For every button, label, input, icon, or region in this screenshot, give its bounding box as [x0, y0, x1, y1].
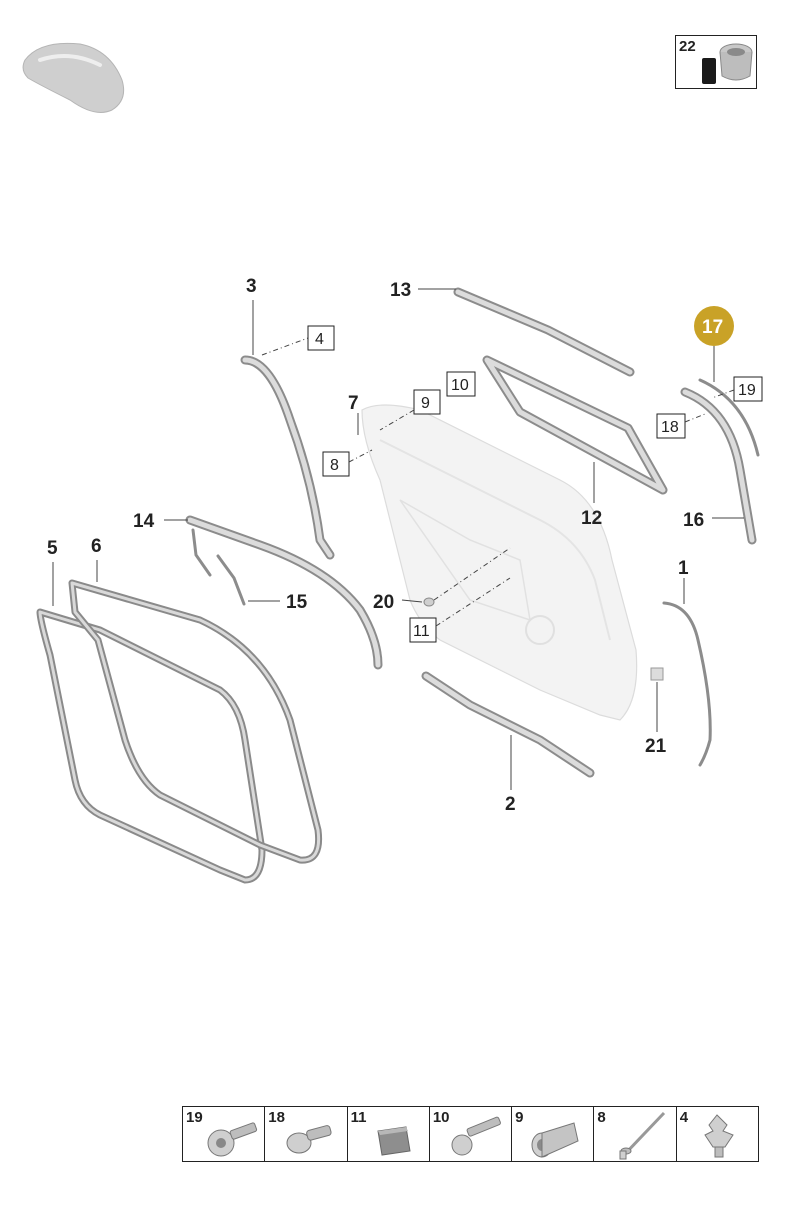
fastener-number: 10 — [432, 1109, 450, 1126]
fastener-number: 9 — [515, 1109, 524, 1126]
fastener-cell: 11 — [348, 1107, 430, 1161]
callout-16: 16 — [683, 510, 704, 531]
boxref-8: 8 — [330, 457, 339, 474]
part-21-pad — [650, 667, 664, 681]
accessory-box-22: 22 — [675, 35, 757, 89]
callout-7: 7 — [348, 393, 359, 414]
part-13-upper-strip — [453, 287, 635, 377]
fastener-number: 11 — [350, 1109, 367, 1126]
torx-bolt-icon — [207, 1122, 258, 1157]
fastener-number: 4 — [679, 1109, 689, 1126]
boxref-9: 9 — [421, 395, 430, 412]
door-shell — [361, 404, 638, 721]
callout-15: 15 — [286, 592, 308, 613]
fastener-number: 8 — [597, 1109, 606, 1126]
part-5-outer-seal — [36, 608, 266, 884]
part-6-inner-seal — [68, 579, 323, 864]
boxref-18: 18 — [661, 419, 679, 436]
part-1-cable — [662, 601, 712, 767]
callout-12: 12 — [581, 508, 602, 529]
part-16-rear-strip — [680, 378, 760, 545]
fastener-cell: 4 — [677, 1107, 758, 1161]
flange-bolt-icon — [286, 1125, 332, 1154]
boxref-10: 10 — [451, 377, 469, 394]
fastener-table: 19 18 11 10 9 8 — [182, 1106, 759, 1162]
boxref-19: 19 — [738, 382, 756, 399]
callout-14: 14 — [133, 511, 155, 532]
cable-sleeve-icon — [702, 43, 753, 84]
callout-2: 2 — [505, 794, 516, 815]
part-2-lower-strip — [421, 671, 595, 778]
fastener-number: 18 — [268, 1109, 285, 1126]
threaded-sleeve-icon — [531, 1122, 579, 1158]
fastener-cell: 9 — [512, 1107, 595, 1161]
clip-icon — [703, 1114, 734, 1158]
callout-20: 20 — [373, 592, 394, 613]
fastener-cell: 19 — [183, 1107, 266, 1161]
part-3-pillar — [240, 355, 335, 560]
part-14-inner-strip — [185, 515, 383, 670]
callout-5: 5 — [47, 538, 58, 559]
fastener-cell: 10 — [430, 1107, 513, 1161]
part-20-plug — [423, 597, 435, 607]
foam-pad-icon — [376, 1126, 411, 1156]
fastener-cell: 8 — [594, 1107, 677, 1161]
boxref-4: 4 — [315, 331, 324, 348]
callout-21: 21 — [645, 736, 667, 757]
callout-6: 6 — [91, 536, 102, 557]
callout-1: 1 — [678, 558, 689, 579]
rivet-icon — [619, 1111, 666, 1160]
part-12-window-frame — [482, 355, 668, 495]
car-silhouette-icon — [22, 42, 125, 113]
boxref-11: 11 — [413, 623, 430, 640]
fastener-cell: 18 — [265, 1107, 348, 1161]
fastener-number: 19 — [186, 1109, 203, 1126]
callout-3: 3 — [246, 276, 257, 297]
callout-13: 13 — [390, 280, 411, 301]
accessory-number: 22 — [679, 38, 696, 55]
callout-17: 17 — [702, 317, 723, 338]
long-bolt-icon — [451, 1116, 501, 1156]
callout-17-highlight — [694, 306, 734, 346]
part-15-bracket — [216, 554, 246, 606]
